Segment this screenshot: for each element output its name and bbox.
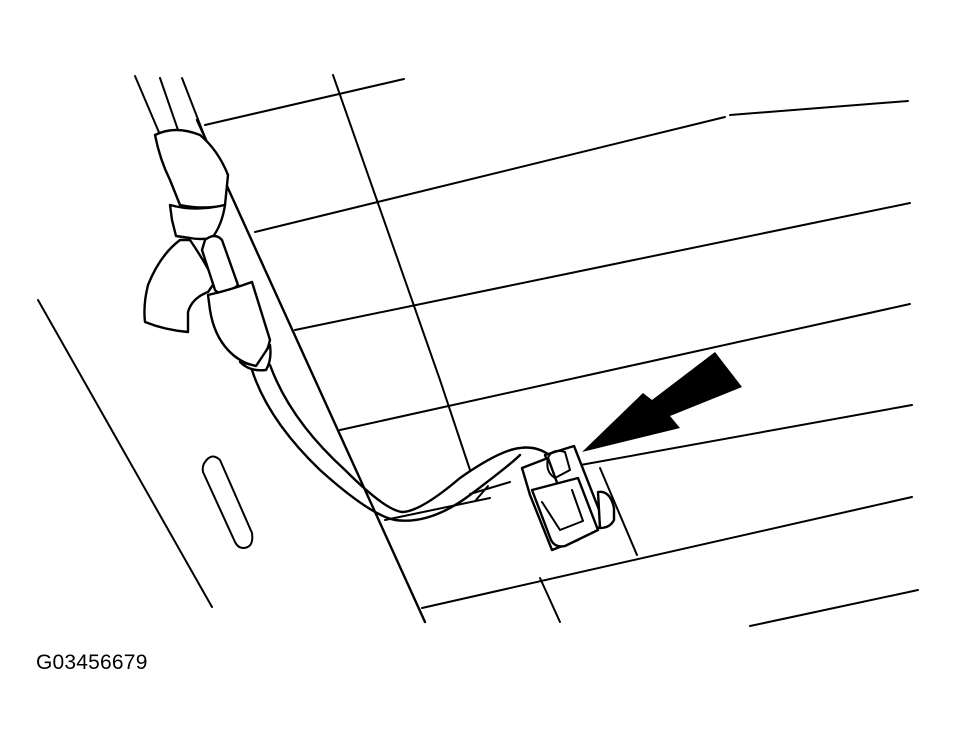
figure-caption-id: G03456679 (36, 651, 148, 674)
harness-grommet (143, 128, 272, 372)
electrical-connector (520, 444, 616, 552)
pointer-arrow-icon (582, 352, 742, 452)
panel-ribs (204, 78, 919, 627)
wiring-harness (250, 363, 557, 522)
panel-edges (134, 74, 638, 624)
panel-left-edge (37, 299, 213, 608)
oblong-slot (201, 455, 254, 549)
